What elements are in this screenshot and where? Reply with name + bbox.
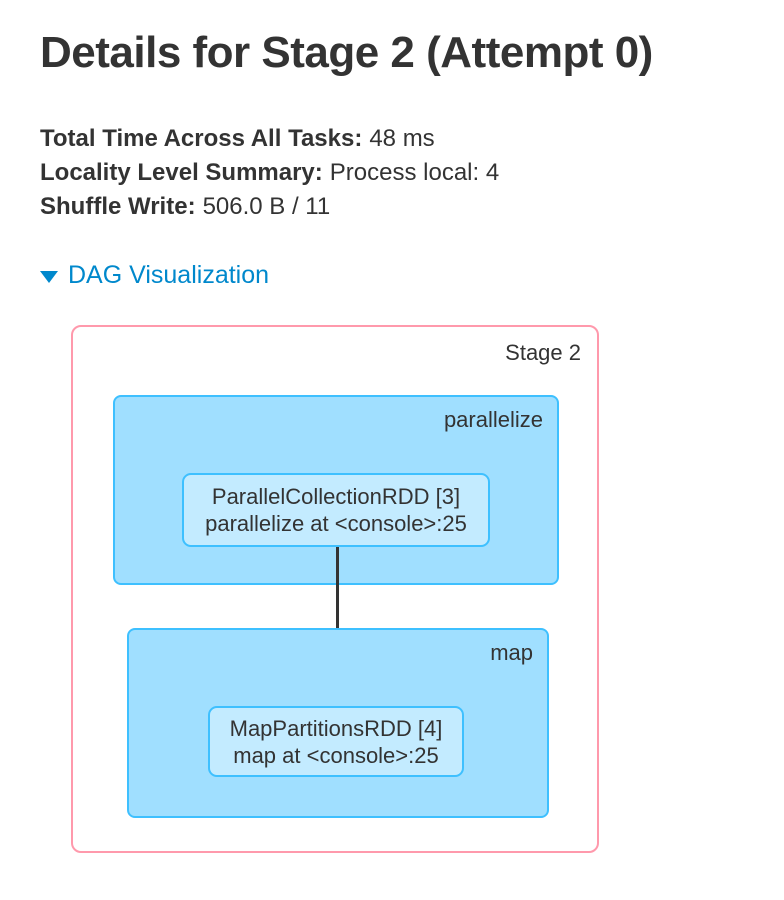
summary-value: 506.0 B / 11 xyxy=(202,193,331,220)
summary-label: Total Time Across All Tasks: xyxy=(40,125,363,152)
rdd-node-name: MapPartitionsRDD [4] xyxy=(229,715,443,741)
operation-cluster-map: map MapPartitionsRDD [4] map at <console… xyxy=(127,628,549,818)
summary-item-total-time: Total Time Across All Tasks:48 ms xyxy=(40,122,499,156)
stage-summary: Total Time Across All Tasks:48 ms Locali… xyxy=(40,122,499,224)
summary-item-locality: Locality Level Summary:Process local: 4 xyxy=(40,156,499,190)
summary-label: Locality Level Summary: xyxy=(40,159,323,186)
stage-label: Stage 2 xyxy=(505,340,581,365)
cluster-label: map xyxy=(490,640,533,665)
rdd-node-parallelcollectionrdd[interactable]: ParallelCollectionRDD [3] parallelize at… xyxy=(182,473,490,547)
page-title: Details for Stage 2 (Attempt 0) xyxy=(40,28,653,77)
rdd-node-callsite: map at <console>:25 xyxy=(233,742,439,768)
rdd-node-callsite: parallelize at <console>:25 xyxy=(205,511,467,536)
summary-item-shuffle-write: Shuffle Write:506.0 B / 11 xyxy=(40,190,499,224)
dag-visualization-toggle[interactable]: DAG Visualization xyxy=(40,261,269,290)
cluster-label: parallelize xyxy=(443,407,543,432)
edge-arrow-line xyxy=(336,547,339,693)
rdd-node-name: ParallelCollectionRDD [3] xyxy=(211,484,461,509)
operation-cluster-parallelize: parallelize ParallelCollectionRDD [3] pa… xyxy=(113,395,559,585)
triangle-down-icon xyxy=(40,270,58,283)
dag-stage-box: Stage 2 parallelize ParallelCollectionRD… xyxy=(71,325,599,853)
summary-value: 48 ms xyxy=(369,125,435,152)
dag-visualization-link[interactable]: DAG Visualization xyxy=(68,261,270,289)
summary-label: Shuffle Write: xyxy=(40,193,196,220)
summary-value: Process local: 4 xyxy=(329,159,500,186)
rdd-node-mappartitionsrdd[interactable]: MapPartitionsRDD [4] map at <console>:25 xyxy=(208,706,464,777)
